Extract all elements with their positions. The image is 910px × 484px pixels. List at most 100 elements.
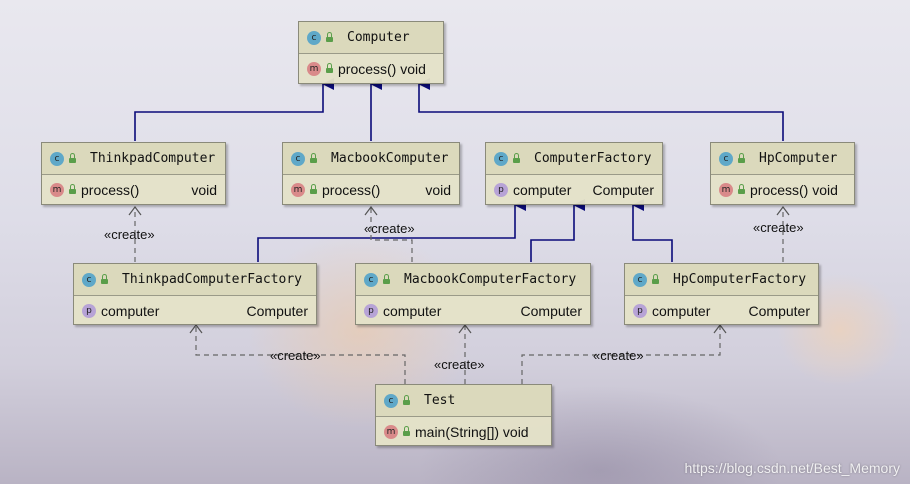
class-header: c MacbookComputer xyxy=(283,143,459,175)
edge-thinkpad-to-computer xyxy=(134,78,334,141)
method-signature: process() void xyxy=(750,182,838,198)
field-icon: p xyxy=(364,304,378,318)
class-name: MacbookComputer xyxy=(331,151,449,166)
class-icon: c xyxy=(633,272,647,287)
method-icon: m xyxy=(384,425,398,439)
method-signature: process() xyxy=(81,182,140,198)
class-header: c ComputerFactory xyxy=(486,143,662,175)
class-macbook-computer[interactable]: c MacbookComputer m process() void xyxy=(282,142,460,205)
public-lock-icon xyxy=(652,273,659,284)
class-thinkpad-computer[interactable]: c ThinkpadComputer m process() void xyxy=(41,142,226,205)
public-lock-icon xyxy=(738,184,745,194)
class-computer[interactable]: c Computer m process() void xyxy=(298,21,444,84)
class-header: c ThinkpadComputer xyxy=(42,143,225,175)
method-return-type: void xyxy=(191,182,217,198)
method-row: m process() void xyxy=(299,54,443,84)
class-icon: c xyxy=(494,151,508,166)
field-name: computer xyxy=(383,303,442,319)
field-type: Computer xyxy=(748,303,810,319)
public-lock-icon xyxy=(403,426,410,436)
field-type: Computer xyxy=(520,303,582,319)
class-computer-factory[interactable]: c ComputerFactory p computer Computer xyxy=(485,142,663,205)
method-row: m process() void xyxy=(42,175,225,205)
field-icon: p xyxy=(82,304,96,318)
field-row: p computer Computer xyxy=(486,175,662,205)
class-icon: c xyxy=(719,151,733,166)
create-label-test-macbook: «create» xyxy=(434,357,485,372)
edge-test-creates-hp-factory xyxy=(521,325,721,384)
field-row: p computer Computer xyxy=(356,296,590,326)
class-name: ComputerFactory xyxy=(534,151,652,166)
class-hp-computer[interactable]: c HpComputer m process() void xyxy=(710,142,855,205)
class-test[interactable]: c Test m main(String[]) void xyxy=(375,384,552,446)
class-header: c Test xyxy=(376,385,551,417)
public-lock-icon xyxy=(383,273,390,284)
class-icon: c xyxy=(307,30,321,45)
class-name: ThinkpadComputerFactory xyxy=(122,272,303,287)
method-signature: main(String[]) void xyxy=(415,424,529,440)
class-icon: c xyxy=(384,393,398,408)
create-label-test-thinkpad: «create» xyxy=(270,348,321,363)
public-lock-icon xyxy=(310,184,317,194)
class-icon: c xyxy=(291,151,305,166)
class-name: HpComputer xyxy=(759,151,838,166)
class-header: c ThinkpadComputerFactory xyxy=(74,264,316,296)
class-icon: c xyxy=(50,151,64,166)
class-header: c MacbookComputerFactory xyxy=(356,264,590,296)
class-macbook-computer-factory[interactable]: c MacbookComputerFactory p computer Comp… xyxy=(355,263,591,325)
public-lock-icon xyxy=(101,273,108,284)
field-type: Computer xyxy=(592,182,654,198)
class-header: c Computer xyxy=(299,22,443,54)
method-row: m main(String[]) void xyxy=(376,417,551,447)
watermark: https://blog.csdn.net/Best_Memory xyxy=(684,460,900,476)
class-name: MacbookComputerFactory xyxy=(404,272,577,287)
method-row: m process() void xyxy=(711,175,854,205)
public-lock-icon xyxy=(738,152,745,163)
field-icon: p xyxy=(494,183,508,197)
create-label-test-hp: «create» xyxy=(593,348,644,363)
create-label-thinkpad: «create» xyxy=(104,227,155,242)
class-thinkpad-computer-factory[interactable]: c ThinkpadComputerFactory p computer Com… xyxy=(73,263,317,325)
class-hp-computer-factory[interactable]: c HpComputerFactory p computer Computer xyxy=(624,263,819,325)
field-name: computer xyxy=(101,303,160,319)
public-lock-icon xyxy=(69,184,76,194)
class-name: HpComputerFactory xyxy=(673,272,807,287)
create-label-macbook: «create» xyxy=(364,221,415,236)
method-icon: m xyxy=(291,183,305,197)
field-row: p computer Computer xyxy=(74,296,316,326)
edge-thinkpad-factory-to-factory xyxy=(257,199,526,262)
class-name: ThinkpadComputer xyxy=(90,151,216,166)
class-icon: c xyxy=(82,272,96,287)
arrowhead-macbook-factory xyxy=(458,324,472,334)
public-lock-icon xyxy=(403,394,410,405)
field-name: computer xyxy=(652,303,711,319)
public-lock-icon xyxy=(513,152,520,163)
arrowhead-thinkpad xyxy=(128,206,142,216)
create-label-hp: «create» xyxy=(753,220,804,235)
edge-hp-to-computer xyxy=(418,78,784,141)
edge-test-creates-thinkpad-factory xyxy=(195,325,406,384)
class-name: Computer xyxy=(347,30,410,45)
method-icon: m xyxy=(50,183,64,197)
edge-macbook-factory-to-factory xyxy=(530,199,585,262)
public-lock-icon xyxy=(310,152,317,163)
method-icon: m xyxy=(307,62,321,76)
arrowhead-macbook xyxy=(364,206,378,216)
arrowhead-hp xyxy=(776,206,790,216)
field-row: p computer Computer xyxy=(625,296,818,326)
field-icon: p xyxy=(633,304,647,318)
method-icon: m xyxy=(719,183,733,197)
edge-hp-factory-to-factory xyxy=(632,199,673,262)
method-signature: process() xyxy=(322,182,381,198)
arrowhead-hp-factory xyxy=(713,324,727,334)
class-icon: c xyxy=(364,272,378,287)
inheritance-edges xyxy=(134,78,784,262)
edge-macbook-factory-creates-macbook xyxy=(370,207,413,262)
class-name: Test xyxy=(424,393,456,408)
dependency-edges xyxy=(134,207,784,384)
dependency-arrowheads xyxy=(128,206,790,334)
class-header: c HpComputerFactory xyxy=(625,264,818,296)
public-lock-icon xyxy=(69,152,76,163)
field-name: computer xyxy=(513,182,572,198)
